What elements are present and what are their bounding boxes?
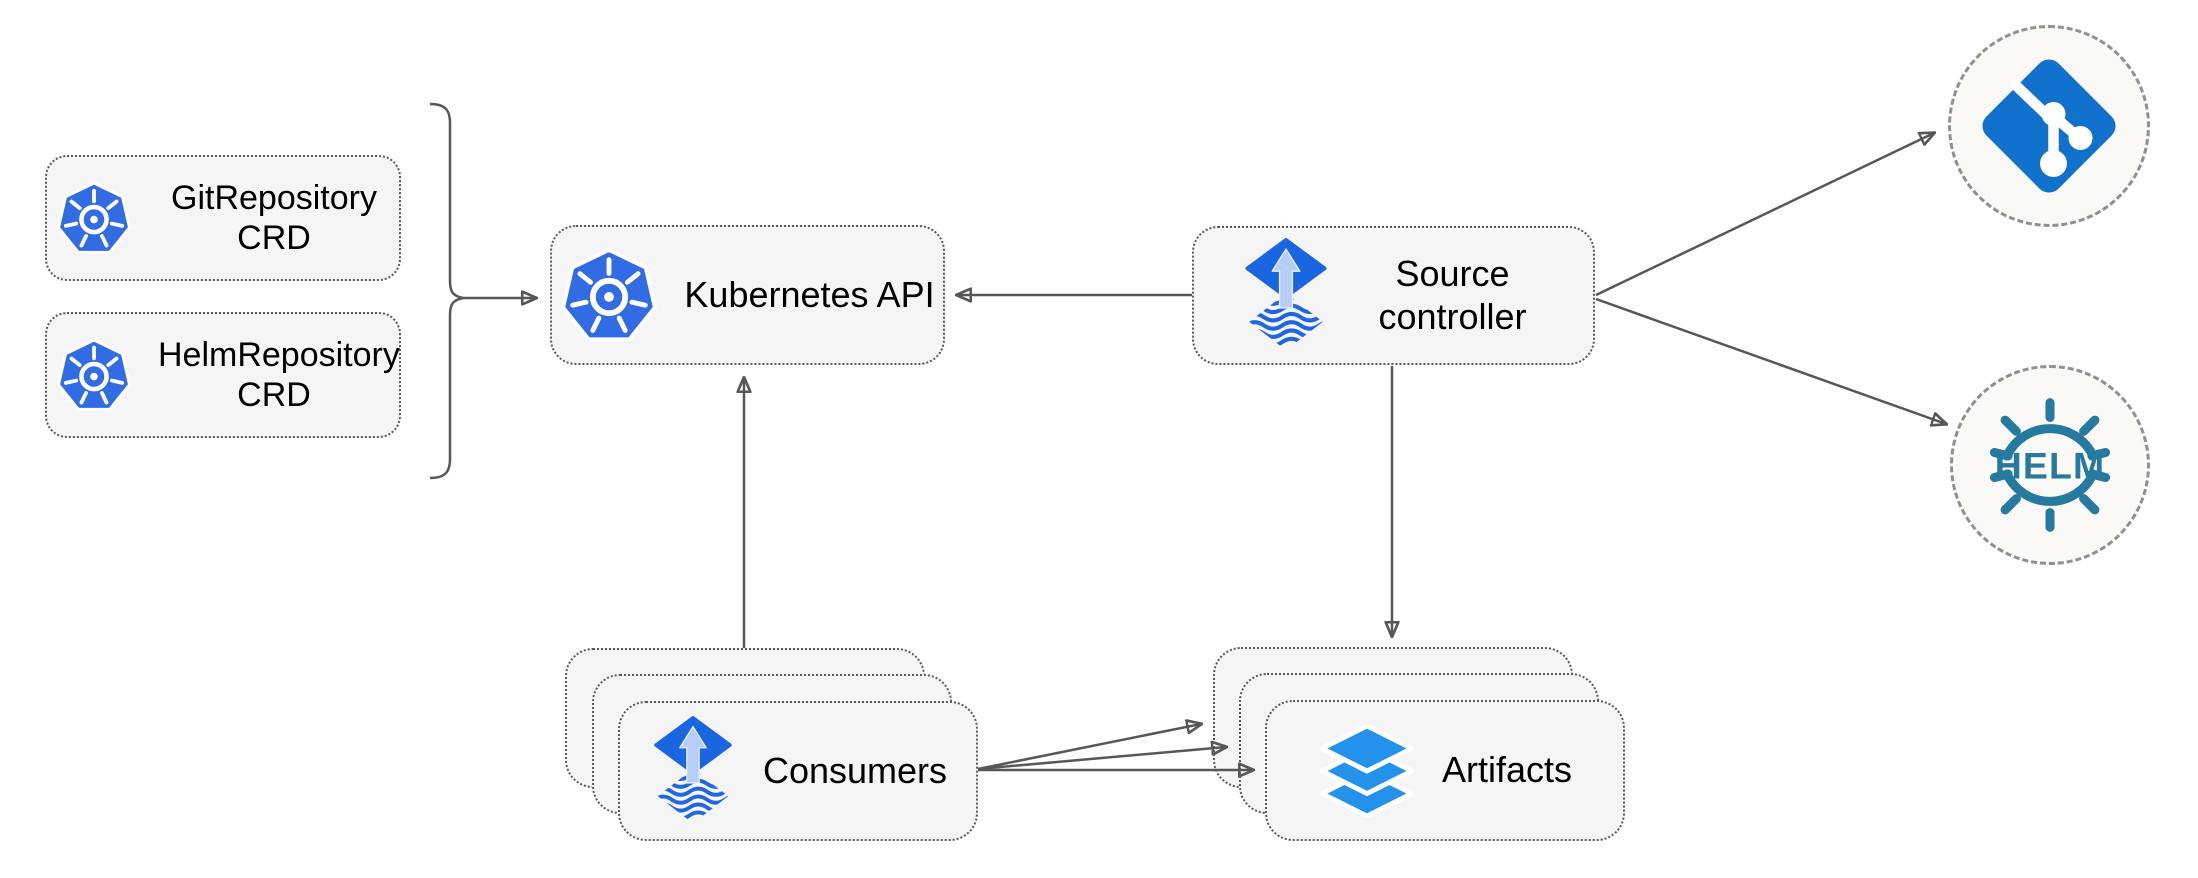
git-icon	[1974, 51, 2124, 201]
kubernetes-api-label: Kubernetes API	[684, 273, 935, 315]
node-helm-repository-crd: HelmRepository CRD	[45, 312, 401, 438]
node-artifacts: Artifacts	[1265, 700, 1625, 841]
kubernetes-icon	[560, 246, 658, 344]
arrow-consumers-to-artifacts-2	[977, 747, 1226, 771]
consumers-label: Consumers	[762, 749, 948, 791]
arrow-source-controller-to-helm-remote	[1595, 297, 1946, 424]
node-kubernetes-api: Kubernetes API	[550, 225, 945, 365]
flux-icon	[1240, 238, 1332, 354]
node-git-repository-crd: GitRepository CRD	[45, 155, 401, 281]
helm-repository-crd-label: HelmRepository CRD	[158, 335, 400, 414]
git-repository-crd-label: GitRepository CRD	[171, 178, 377, 257]
helm-icon: HELM	[1982, 397, 2118, 533]
flux-icon	[649, 716, 737, 827]
node-source-controller: Source controller	[1192, 226, 1595, 365]
node-consumers: Consumers	[618, 701, 978, 841]
arrow-source-controller-to-git-remote	[1595, 133, 1934, 297]
node-git-remote	[1948, 25, 2150, 227]
artifacts-label: Artifacts	[1441, 749, 1573, 791]
source-controller-label: Source controller	[1378, 253, 1527, 337]
kubernetes-icon	[56, 337, 132, 413]
helm-wordmark: HELM	[1995, 445, 2105, 487]
node-helm-remote: HELM	[1950, 365, 2150, 565]
arrow-consumers-to-artifacts-1	[977, 724, 1201, 771]
crd-group-bracket	[429, 102, 464, 480]
layers-icon	[1318, 724, 1416, 818]
kubernetes-icon	[56, 180, 132, 256]
